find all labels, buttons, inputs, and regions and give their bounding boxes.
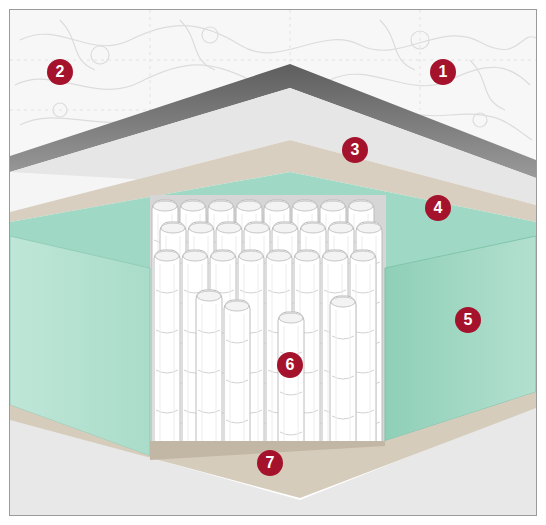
callout-number: 4 — [425, 195, 451, 221]
callout-number: 5 — [455, 307, 481, 333]
callout-number: 1 — [430, 59, 456, 85]
pocket-coils — [150, 195, 386, 441]
callout-number: 2 — [47, 59, 73, 85]
callout-text: 3 — [351, 142, 360, 158]
callout-text: 4 — [434, 200, 443, 216]
callout-number: 3 — [342, 137, 368, 163]
callout-text: 1 — [439, 64, 448, 80]
frame — [10, 10, 537, 516]
callout-text: 5 — [464, 312, 473, 328]
callout-text: 7 — [266, 455, 275, 471]
callout-number: 6 — [277, 352, 303, 378]
callout-text: 2 — [56, 64, 65, 80]
base-layer — [10, 392, 536, 498]
callout-text: 6 — [286, 357, 295, 373]
callout-number: 7 — [257, 450, 283, 476]
